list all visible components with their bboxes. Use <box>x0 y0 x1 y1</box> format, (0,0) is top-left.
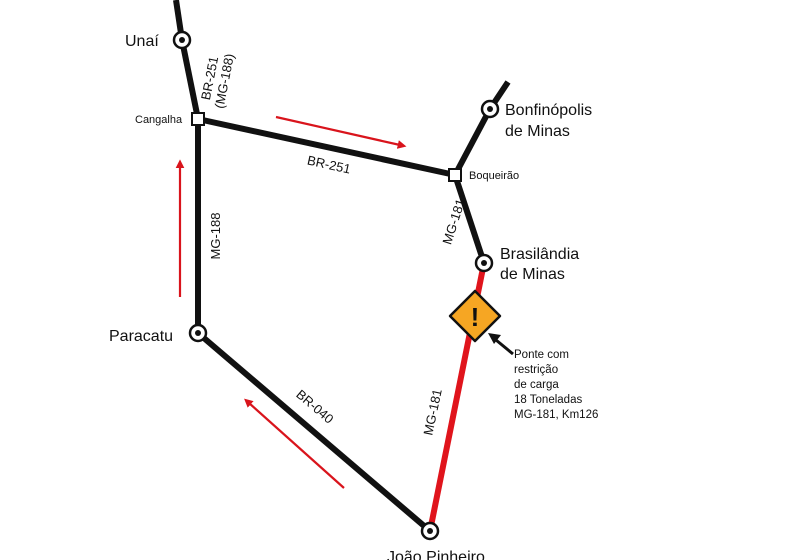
city-label-brasilandia-line1: Brasilândia <box>500 246 579 263</box>
warning-symbol: ! <box>471 302 480 332</box>
city-marker-joao-pinheiro-icon <box>420 521 440 541</box>
direction-arrows <box>175 115 407 489</box>
junction-label-boqueirao: Boqueirão <box>469 170 519 182</box>
road-br251-cangalha-boqueirao <box>197 116 456 178</box>
warning-note-line: restrição <box>514 364 558 376</box>
junction-label-cangalha: Cangalha <box>135 114 183 126</box>
city-marker-unai-icon <box>172 30 192 50</box>
city-label-bonfinopolis-line1: Bonfinópolis <box>505 102 592 119</box>
road-label-mg181-lower: MG-181 <box>420 388 444 437</box>
city-label-joao-pinheiro: João Pinheiro <box>387 549 485 560</box>
city-markers <box>172 30 500 541</box>
warning-note-line: MG-181, Km126 <box>514 409 598 421</box>
warning-note-line: 18 Toneladas <box>514 394 582 406</box>
road-boqueirao-bonfinopolis <box>452 107 493 177</box>
road-label-br251-horizontal: BR-251 <box>306 153 352 177</box>
arrow-east-icon <box>275 115 407 149</box>
road-br040-paracatu-joao-pinheiro <box>196 330 432 534</box>
arrow-northwest-icon <box>244 398 345 489</box>
city-label-paracatu: Paracatu <box>109 328 173 345</box>
junction-boqueirao-icon <box>448 168 462 182</box>
city-marker-paracatu-icon <box>188 323 208 343</box>
warning-diamond-icon: ! <box>448 289 502 343</box>
junction-cangalha-icon <box>191 112 205 126</box>
city-label-brasilandia-line2: de Minas <box>500 266 565 283</box>
warning-note: Ponte com restrição de carga 18 Tonelada… <box>514 349 598 421</box>
road-label-mg188-vertical: MG-188 <box>208 213 223 260</box>
road-br251-unai-cangalha <box>179 39 201 120</box>
city-marker-brasilandia-icon <box>474 253 494 273</box>
warning-note-line: Ponte com <box>514 349 569 361</box>
city-label-bonfinopolis-line2: de Minas <box>505 123 570 140</box>
warning-note-line: de carga <box>514 379 559 391</box>
city-marker-bonfinopolis-icon <box>480 99 500 119</box>
city-label-unai: Unaí <box>125 33 159 50</box>
road-network <box>173 0 511 534</box>
warning-pointer-arrow-icon <box>488 333 514 356</box>
road-mg181-boqueirao-brasilandia <box>452 174 487 264</box>
road-label-mg181-upper: MG-181 <box>439 197 468 246</box>
